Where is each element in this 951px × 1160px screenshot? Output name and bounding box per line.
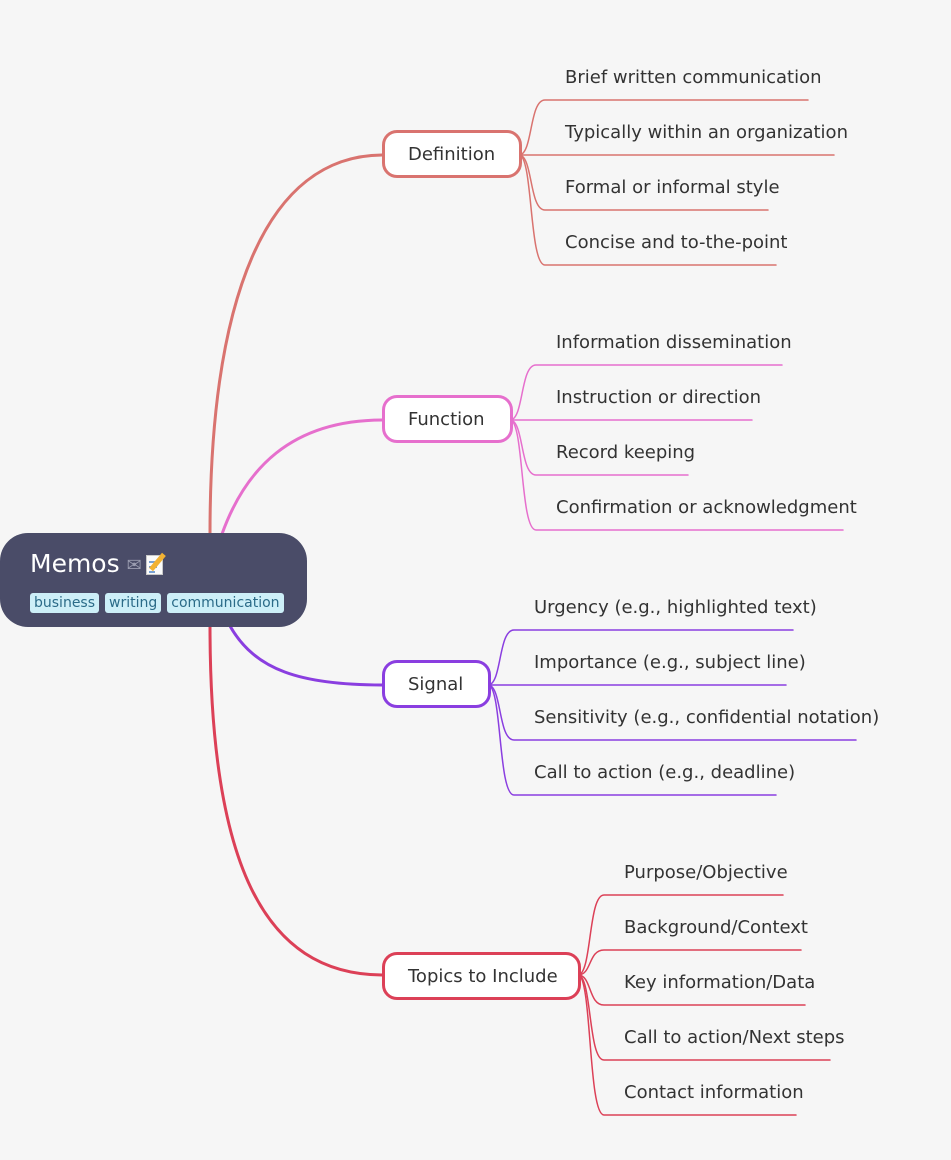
connector-branch-0-leaf-2 (518, 154, 769, 211)
branch-function[interactable]: Function (382, 395, 513, 443)
leaf-background-context[interactable]: Background/Context (624, 917, 808, 938)
connector-branch-1-leaf-0 (509, 364, 783, 421)
connector-root-to-branch-1 (220, 418, 385, 536)
leaf-concise-and-to-the-point[interactable]: Concise and to-the-point (565, 232, 788, 253)
leaf-key-information-data[interactable]: Key information/Data (624, 972, 816, 993)
leaf-confirmation-or-acknowledgment[interactable]: Confirmation or acknowledgment (556, 497, 857, 518)
memo-icon (145, 552, 167, 576)
connector-root-to-branch-0 (208, 153, 385, 536)
root-tags: business writing communication (30, 593, 307, 613)
connector-branch-2-leaf-0 (487, 629, 794, 686)
root-title: Memos (30, 548, 120, 578)
leaf-contact-information[interactable]: Contact information (624, 1082, 804, 1103)
tag-business[interactable]: business (30, 593, 100, 613)
root-node[interactable]: Memos ✉ business writing communication (0, 533, 307, 627)
connector-branch-3-leaf-4 (577, 974, 797, 1116)
branch-signal[interactable]: Signal (382, 660, 491, 708)
leaf-record-keeping[interactable]: Record keeping (556, 442, 696, 463)
leaf-sensitivity[interactable]: Sensitivity (e.g., confidential notation… (534, 707, 880, 728)
connector-root-to-branch-2 (228, 624, 385, 687)
leaf-urgency[interactable]: Urgency (e.g., highlighted text) (534, 597, 817, 618)
tag-communication[interactable]: communication (167, 593, 284, 613)
leaf-formal-or-informal-style[interactable]: Formal or informal style (565, 177, 780, 198)
connector-branch-3-leaf-0 (577, 894, 784, 976)
leaf-call-to-action-next-steps[interactable]: Call to action/Next steps (624, 1027, 845, 1048)
connector-branch-1-leaf-3 (509, 419, 844, 531)
leaf-importance[interactable]: Importance (e.g., subject line) (534, 652, 806, 673)
leaf-purpose-objective[interactable]: Purpose/Objective (624, 862, 788, 883)
connector-branch-3-leaf-2 (577, 974, 806, 1006)
connector-branch-1-leaf-2 (509, 419, 689, 476)
envelope-icon: ✉ (126, 554, 142, 576)
leaf-information-dissemination[interactable]: Information dissemination (556, 332, 792, 353)
connector-branch-0-leaf-0 (518, 99, 809, 156)
tag-writing[interactable]: writing (105, 593, 162, 613)
connector-branch-2-leaf-2 (487, 684, 857, 741)
connector-root-to-branch-3 (208, 624, 385, 977)
branch-topics-to-include[interactable]: Topics to Include (382, 952, 581, 1000)
leaf-brief-written-communication[interactable]: Brief written communication (565, 67, 822, 88)
connector-branch-0-leaf-3 (518, 154, 777, 266)
connector-branch-2-leaf-3 (487, 684, 777, 796)
branch-definition[interactable]: Definition (382, 130, 522, 178)
leaf-typically-within-an-organization[interactable]: Typically within an organization (565, 122, 848, 143)
leaf-instruction-or-direction[interactable]: Instruction or direction (556, 387, 762, 408)
connector-branch-3-leaf-1 (577, 949, 802, 976)
leaf-call-to-action-deadline[interactable]: Call to action (e.g., deadline) (534, 762, 796, 783)
